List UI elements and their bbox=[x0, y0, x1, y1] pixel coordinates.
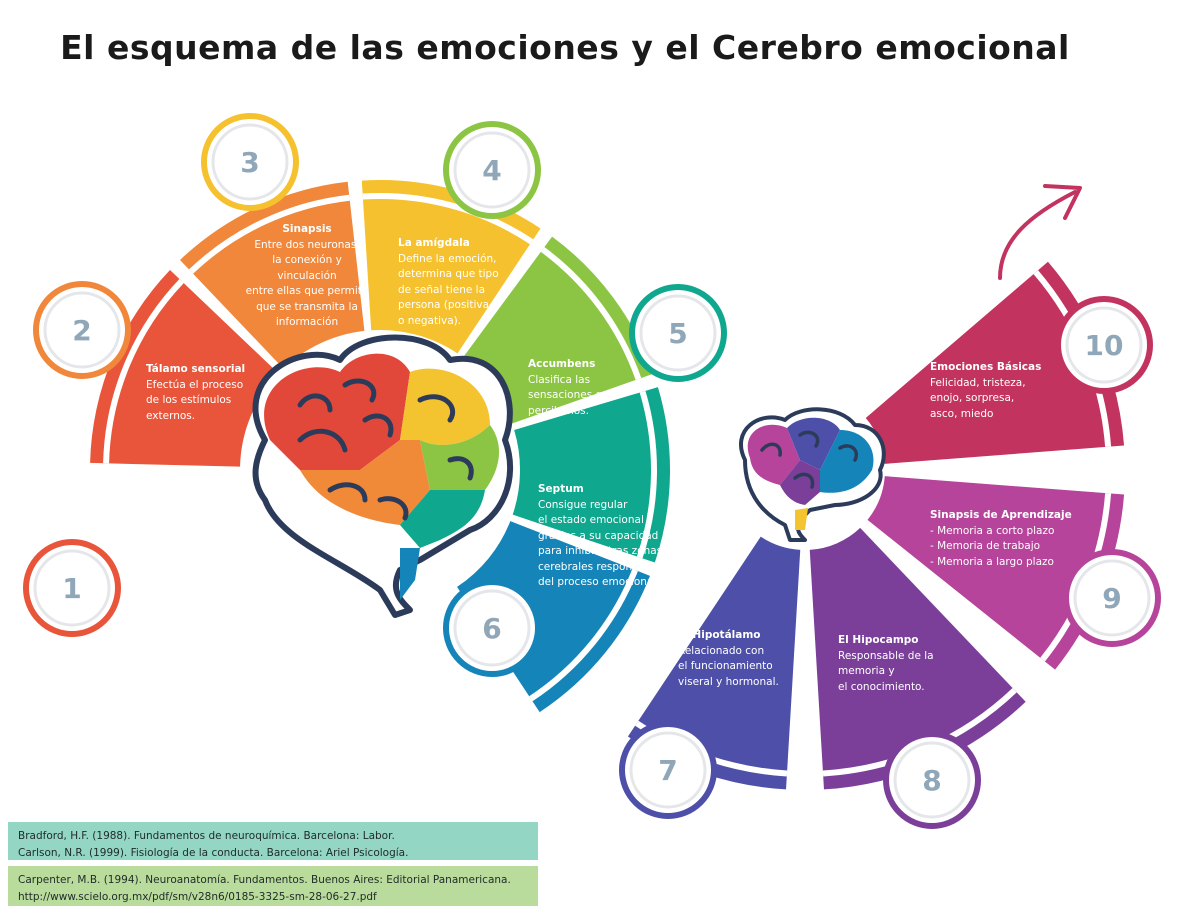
segment-body: Entre dos neuronas, la conexión y vincul… bbox=[245, 238, 369, 329]
badge-inner bbox=[453, 589, 531, 667]
big-brain-icon bbox=[252, 334, 513, 618]
number-badge-8: 8 bbox=[883, 731, 981, 829]
segment-10 bbox=[865, 261, 1125, 464]
segment-heading: Sinapsis bbox=[282, 223, 332, 235]
segment-body: Efectúa el proceso de los estímulos exte… bbox=[146, 378, 244, 422]
segment-9 bbox=[867, 476, 1125, 670]
segment-6-band bbox=[529, 568, 638, 702]
segment-heading: La amígdala bbox=[398, 237, 470, 249]
number-badge-4: 4 bbox=[443, 121, 541, 219]
segment-6 bbox=[457, 521, 651, 713]
number-badge-layer: 1 2 3 4 5 6 7 8 9 10 bbox=[23, 113, 1161, 829]
badge-number: 6 bbox=[482, 612, 501, 645]
segment-heading: Tálamo sensorial bbox=[146, 363, 246, 375]
badge-inner bbox=[893, 741, 971, 819]
segment-1-band bbox=[103, 278, 184, 464]
references-group-1: Bradford, H.F. (1988). Fundamentos de ne… bbox=[8, 822, 538, 860]
segment-body: Transmitir una señal electroquímica a ot… bbox=[138, 530, 245, 574]
number-badge-10: 10 bbox=[1055, 296, 1153, 394]
brain-illustrations bbox=[252, 334, 886, 618]
badge-number: 4 bbox=[482, 154, 501, 187]
reference-item: Carlson, N.R. (1999). Fisiología de la c… bbox=[18, 847, 409, 859]
badge-inner bbox=[639, 294, 717, 372]
growth-arrow-icon bbox=[998, 184, 1082, 280]
badge-number: 10 bbox=[1085, 329, 1124, 362]
number-badge-1: 1 bbox=[23, 539, 121, 637]
segment-4 bbox=[463, 236, 654, 424]
segment-5 bbox=[512, 387, 671, 563]
segment-body: Responsable de la memoria y el conocimie… bbox=[838, 649, 934, 693]
badge-inner bbox=[43, 291, 121, 369]
segment-1 bbox=[90, 270, 279, 467]
segment-heading: Accumbens bbox=[528, 358, 596, 370]
badge-inner bbox=[33, 549, 111, 627]
badge-number: 7 bbox=[658, 754, 677, 787]
number-badge-2: 2 bbox=[33, 281, 131, 379]
segment-body: Consigue regular el estado emocional gra… bbox=[538, 498, 666, 589]
segment-heading: Emociones Básicas bbox=[930, 361, 1042, 373]
small-brain-icon bbox=[739, 407, 886, 542]
segment-body: Define la emoción, determina que tipo de… bbox=[398, 252, 499, 327]
reference-item: Carpenter, M.B. (1994). Neuroanatomía. F… bbox=[18, 874, 511, 886]
badge-inner bbox=[1065, 306, 1143, 384]
segment-heading: El Hipotálamo bbox=[678, 629, 761, 641]
badge-inner bbox=[1073, 559, 1151, 637]
page-title: El esquema de las emociones y el Cerebro… bbox=[60, 28, 1070, 67]
badge-number: 1 bbox=[62, 572, 81, 605]
segment-body: Relacionado con el funcionamiento visera… bbox=[678, 644, 779, 688]
segment-heading: Axón bbox=[138, 515, 168, 527]
segment-body: Felicidad, tristeza, enojo, sorpresa, as… bbox=[930, 376, 1026, 420]
reference-item: Bradford, H.F. (1988). Fundamentos de ne… bbox=[18, 830, 395, 842]
segment-3-band bbox=[362, 193, 534, 245]
reference-link[interactable]: http://www.scielo.org.mx/pdf/sm/v28n6/01… bbox=[18, 891, 377, 903]
segment-2-band bbox=[188, 194, 350, 274]
number-badge-6: 6 bbox=[443, 579, 541, 677]
segment-2 bbox=[180, 181, 365, 369]
badge-inner bbox=[211, 123, 289, 201]
number-badge-9: 9 bbox=[1063, 549, 1161, 647]
badge-number: 2 bbox=[72, 314, 91, 347]
segment-body: - Memoria a corto plazo - Memoria de tra… bbox=[930, 524, 1055, 568]
segment-9-text: Sinapsis de Aprendizaje - Memoria a corto… bbox=[930, 508, 1080, 570]
segment-heading: Sinapsis de Aprendizaje bbox=[930, 509, 1072, 521]
badge-number: 5 bbox=[668, 317, 687, 350]
badge-number: 9 bbox=[1102, 582, 1121, 615]
number-badge-3: 3 bbox=[201, 113, 299, 211]
badge-number: 3 bbox=[240, 146, 259, 179]
segment-5-band bbox=[636, 390, 657, 559]
segment-heading: El Hipocampo bbox=[838, 634, 919, 646]
segment-body: Clasifica las sensaciones que percibimos… bbox=[528, 373, 616, 417]
badge-inner bbox=[453, 131, 531, 209]
number-badge-7: 7 bbox=[619, 721, 717, 819]
number-badge-5: 5 bbox=[629, 284, 727, 382]
badge-inner bbox=[629, 731, 707, 809]
badge-number: 8 bbox=[922, 764, 941, 797]
references-group-2: Carpenter, M.B. (1994). Neuroanatomía. F… bbox=[8, 866, 538, 906]
segment-4-band bbox=[540, 247, 642, 380]
segment-heading: Septum bbox=[538, 483, 584, 495]
